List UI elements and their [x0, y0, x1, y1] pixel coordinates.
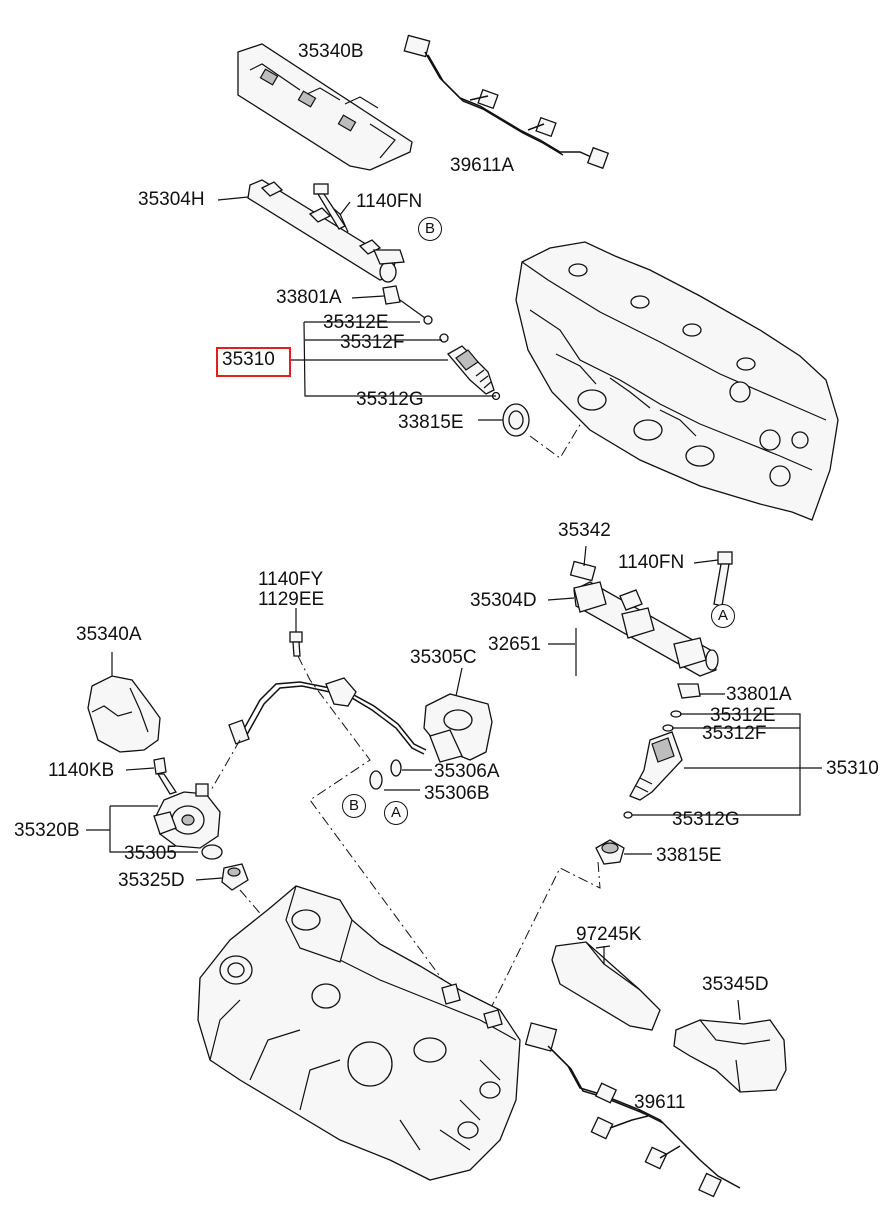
label-33815E-top[interactable]: 33815E	[398, 412, 464, 433]
bolt-1140FN-right	[693, 551, 733, 607]
label-35312F-right[interactable]: 35312F	[702, 723, 767, 744]
engine-cover-35340B	[237, 43, 413, 171]
label-33801A-right[interactable]: 33801A	[726, 684, 792, 705]
seal-33815E-right	[595, 839, 652, 865]
engine-block	[197, 885, 521, 1181]
cover-35345D	[673, 999, 787, 1093]
pump-cover-35305C	[423, 667, 493, 763]
oring-35312E-top	[423, 315, 433, 325]
label-39611[interactable]: 39611	[634, 1092, 686, 1113]
label-35312F-top[interactable]: 35312F	[340, 332, 405, 353]
label-35320B[interactable]: 35320B	[14, 820, 80, 841]
bolt-1140FY	[289, 608, 303, 657]
label-1140KB[interactable]: 1140KB	[48, 760, 115, 781]
clip-33801A-top	[382, 285, 401, 305]
label-35312E-top[interactable]: 35312E	[323, 312, 389, 333]
cover-35340A	[87, 652, 161, 753]
cylinder-head-top	[515, 241, 839, 521]
highlight-box-35310	[216, 347, 291, 377]
label-35342[interactable]: 35342	[558, 520, 611, 541]
oring-35306A	[390, 759, 402, 777]
heat-shield-97245K	[551, 941, 661, 1031]
label-35310-top[interactable]: 35310	[222, 349, 275, 370]
marker-A-mid: A	[384, 801, 408, 825]
label-1140FN-top[interactable]: 1140FN	[356, 191, 423, 212]
label-35306A[interactable]: 35306A	[434, 761, 500, 782]
label-97245K[interactable]: 97245K	[576, 924, 642, 945]
bolt-1140KB	[125, 757, 178, 795]
label-35325D[interactable]: 35325D	[118, 870, 185, 891]
wire-harness-39611A	[403, 34, 610, 170]
label-32651[interactable]: 32651	[488, 634, 541, 655]
fuel-line	[228, 677, 427, 755]
oring-35312F-right	[662, 724, 674, 732]
bolt-1140FN-top	[313, 183, 346, 230]
oring-35305	[201, 844, 223, 860]
wire-harness-39611	[524, 1022, 741, 1198]
seal-33815E-top	[502, 403, 530, 437]
marker-B-top: B	[418, 217, 442, 241]
fuel-rail-35304H	[247, 179, 405, 283]
pin-32651	[548, 628, 577, 676]
pump-35320B	[153, 783, 221, 849]
injector-35310-right	[629, 731, 683, 801]
oring-35312F-top	[439, 333, 449, 343]
label-35340B[interactable]: 35340B	[298, 41, 364, 62]
label-35310-right[interactable]: 35310	[826, 758, 879, 779]
label-1140FY[interactable]: 1140FY	[258, 569, 324, 590]
label-35306B[interactable]: 35306B	[424, 783, 490, 804]
injector-35310-top	[446, 345, 495, 395]
label-35345D[interactable]: 35345D	[702, 974, 769, 995]
label-33801A-top[interactable]: 33801A	[276, 287, 342, 308]
label-35304D[interactable]: 35304D	[470, 590, 537, 611]
label-35305C[interactable]: 35305C	[410, 647, 477, 668]
marker-B-mid: B	[342, 794, 366, 818]
label-1129EE[interactable]: 1129EE	[258, 589, 325, 610]
label-33815E-right[interactable]: 33815E	[656, 845, 722, 866]
label-39611A[interactable]: 39611A	[450, 155, 515, 176]
clip-33801A-right	[677, 683, 701, 699]
tappet-35325D	[195, 863, 249, 891]
label-35304H[interactable]: 35304H	[138, 189, 205, 210]
fuel-rail-35304D	[547, 581, 719, 677]
oring-35306B	[369, 770, 383, 790]
marker-A-right: A	[711, 604, 735, 628]
oring-35312G-right	[623, 811, 633, 819]
label-35312E-right[interactable]: 35312E	[710, 705, 776, 726]
label-35312G-right[interactable]: 35312G	[672, 809, 740, 830]
sensor-35342	[569, 545, 597, 582]
label-35305[interactable]: 35305	[124, 843, 177, 864]
label-1140FN-right[interactable]: 1140FN	[618, 552, 685, 573]
oring-35312E-right	[670, 710, 682, 718]
label-35312G-top[interactable]: 35312G	[356, 389, 424, 410]
label-35340A[interactable]: 35340A	[76, 624, 142, 645]
